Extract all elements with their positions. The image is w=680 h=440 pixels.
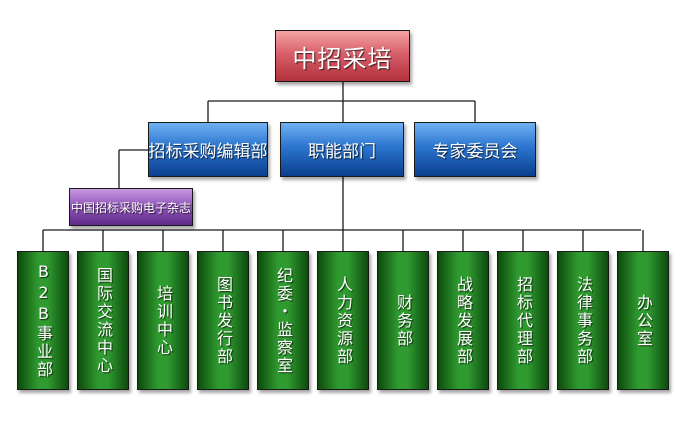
department-strategy: 战略发展部 — [437, 251, 489, 390]
department-international-exchange: 国际交流中心 — [77, 251, 129, 390]
magazine-node: 中国招标采购电子杂志 — [69, 188, 193, 226]
department-discipline-inspection: 纪委・监察室 — [257, 251, 309, 390]
department-book-distribution: 图书发行部 — [197, 251, 249, 390]
editorial-department-node: 招标采购编辑部 — [148, 122, 268, 177]
department-human-resources: 人力资源部 — [317, 251, 369, 390]
department-legal-affairs: 法律事务部 — [557, 251, 609, 390]
functional-departments-node: 职能部门 — [280, 122, 404, 177]
department-b2b: B2B事业部 — [17, 251, 69, 390]
department-finance: 财务部 — [377, 251, 429, 390]
expert-committee-node: 专家委员会 — [414, 122, 536, 177]
department-tender-agency: 招标代理部 — [497, 251, 549, 390]
root-node: 中招采培 — [275, 30, 410, 82]
department-training-center: 培训中心 — [137, 251, 189, 390]
department-office: 办公室 — [617, 251, 669, 390]
